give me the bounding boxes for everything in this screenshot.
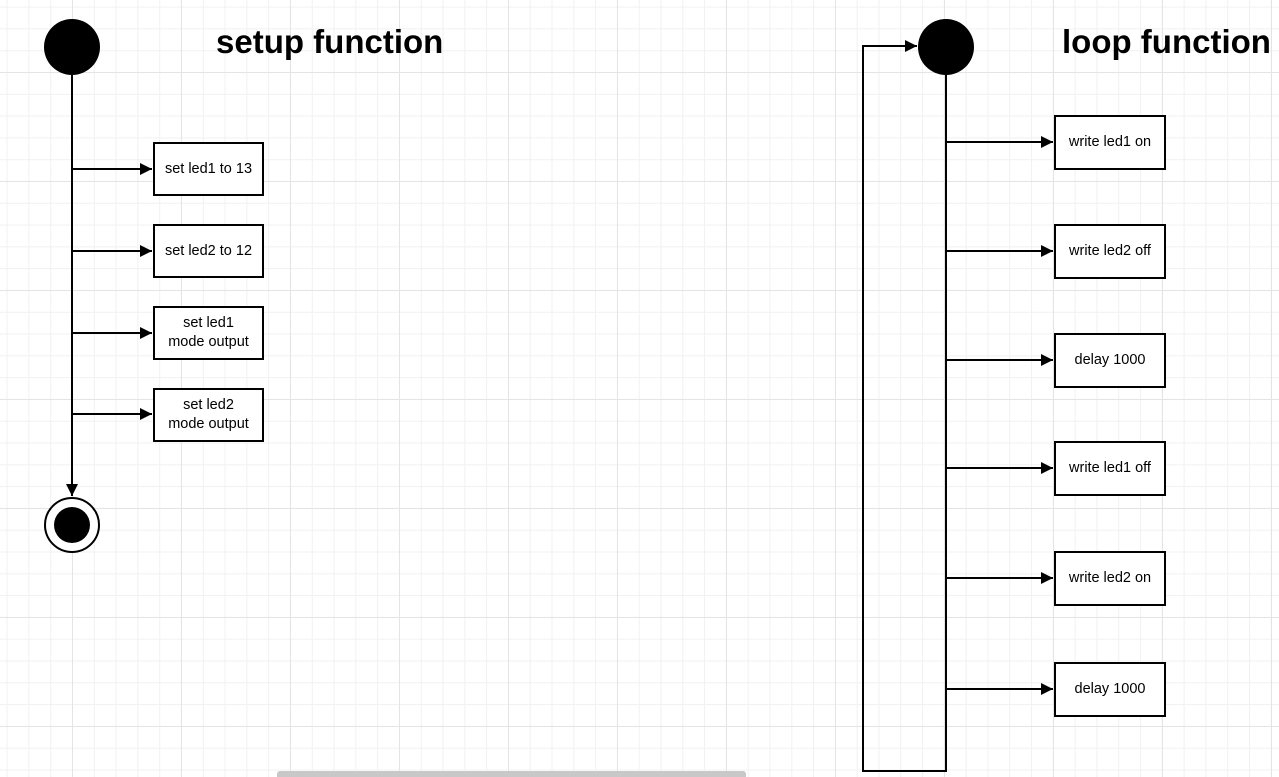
loop-initial-node[interactable] <box>918 19 974 75</box>
setup-step-led1-mode[interactable]: set led1 mode output <box>153 306 264 360</box>
setup-step-set-led2-pin[interactable]: set led2 to 12 <box>153 224 264 278</box>
horizontal-scrollbar[interactable] <box>277 771 746 777</box>
loop-step-write-led1-on[interactable]: write led1 on <box>1054 115 1166 170</box>
loop-title: loop function <box>1062 23 1271 60</box>
setup-title: setup function <box>216 23 444 60</box>
loop-back-edge <box>862 40 947 772</box>
loop-step-delay-1[interactable]: delay 1000 <box>1054 333 1166 388</box>
setup-initial-node[interactable] <box>44 19 100 75</box>
loop-step-write-led1-off[interactable]: write led1 off <box>1054 441 1166 496</box>
loop-step-write-led2-off[interactable]: write led2 off <box>1054 224 1166 279</box>
setup-final-node-core <box>54 507 90 543</box>
setup-step-set-led1-pin[interactable]: set led1 to 13 <box>153 142 264 196</box>
loop-step-write-led2-on[interactable]: write led2 on <box>1054 551 1166 606</box>
loop-step-delay-2[interactable]: delay 1000 <box>1054 662 1166 717</box>
setup-step-led2-mode[interactable]: set led2 mode output <box>153 388 264 442</box>
